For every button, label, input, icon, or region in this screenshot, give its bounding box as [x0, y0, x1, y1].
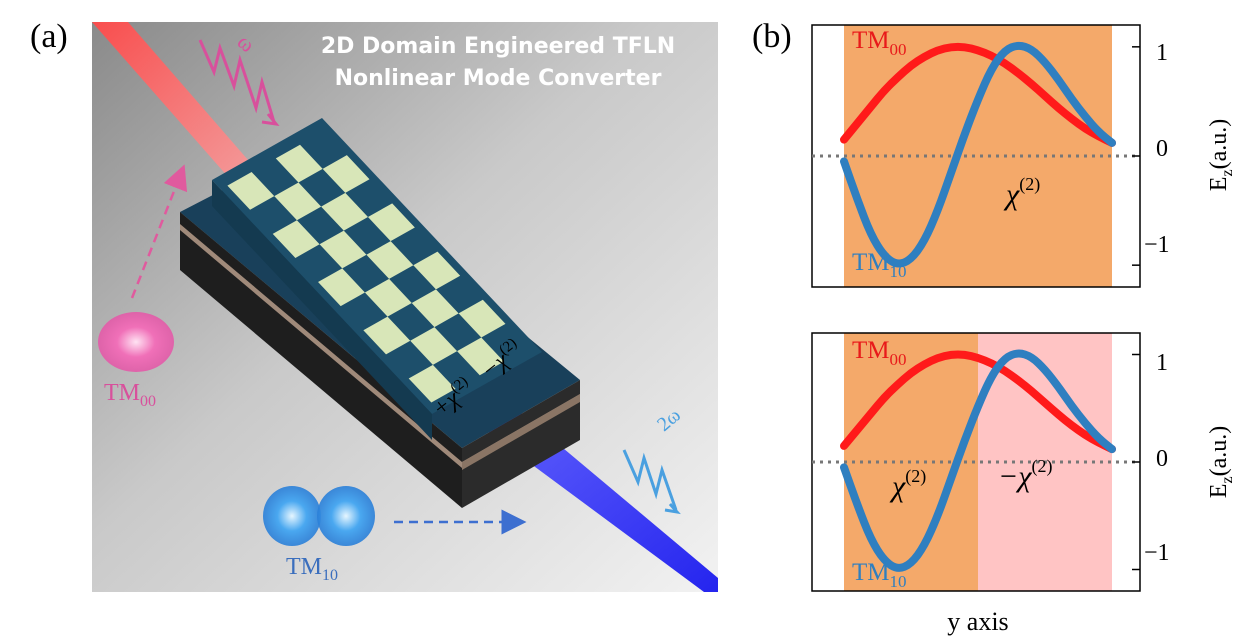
- domain-tile: [364, 278, 412, 317]
- tm10-mode-label: TM10: [286, 554, 338, 584]
- tm10-lobe-right-icon: [317, 486, 375, 546]
- series-tm10-line: [840, 41, 1116, 268]
- top-ytick-0: 0: [1156, 136, 1168, 162]
- top-ytick-neg1: −1: [1144, 232, 1170, 258]
- domain-tile: [275, 144, 323, 183]
- chi-region: [844, 25, 1112, 287]
- pump-beam: [92, 22, 262, 186]
- bottom-tm10-label: TM10: [852, 559, 907, 591]
- tm00-mode-label: TM00: [104, 380, 156, 410]
- panel-a-illustration: [92, 22, 718, 592]
- domain-tile: [366, 241, 414, 279]
- domain-tile: [363, 316, 411, 355]
- title-line-1: 2D Domain Engineered TFLN: [321, 34, 675, 59]
- bottom-ytick-neg1: −1: [1144, 540, 1170, 566]
- tm10-lobe-left-icon: [263, 486, 321, 546]
- domain-tile: [367, 203, 415, 242]
- domain-tile: [227, 172, 275, 210]
- series-tm00-line: [840, 350, 1116, 454]
- top-tm00-label: TM00: [852, 27, 907, 59]
- bottom-ytick-1: 1: [1156, 350, 1168, 376]
- domain-tile: [272, 220, 320, 258]
- top-chi-label: χ(2): [1003, 174, 1040, 211]
- domain-tile: [322, 155, 370, 193]
- tm00-mode-profile: [98, 312, 174, 372]
- bottom-ytick-0: 0: [1156, 446, 1168, 472]
- bottom-tm00-label: TM00: [852, 337, 907, 369]
- ridge-side: [212, 180, 432, 440]
- domain-checkerboard: [227, 144, 506, 403]
- domain-tile: [321, 192, 368, 231]
- x-axis-label: y axis: [947, 607, 1008, 636]
- domain-tile: [410, 327, 458, 365]
- tm00-input-arrow: [130, 164, 188, 299]
- title-line-2: Nonlinear Mode Converter: [335, 66, 662, 91]
- series-tm00-line: [840, 42, 1116, 147]
- panel-b-label: (b): [752, 18, 792, 55]
- domain-tile: [408, 364, 456, 403]
- plot-bottom: [811, 332, 1141, 592]
- slab-brown-layer-right: [462, 394, 580, 470]
- top-tm10-label: TM10: [852, 249, 907, 281]
- series-tm10-line: [840, 349, 1116, 572]
- domain-tile: [457, 337, 504, 376]
- domain-tile: [319, 230, 367, 269]
- domain-tile: [413, 251, 461, 290]
- plot-top: [811, 24, 1141, 288]
- domain-tile: [411, 289, 459, 328]
- domain-tile: [458, 299, 506, 338]
- top-ylabel: Ez(a.u.): [1206, 119, 1236, 191]
- domain-tile: [274, 182, 322, 221]
- pump-wave-icon: [198, 39, 276, 123]
- bottom-chi-right-label: −χ(2): [998, 456, 1052, 493]
- panel-a-label: (a): [30, 18, 68, 55]
- domain-tile: [318, 268, 365, 307]
- top-ytick-1: 1: [1156, 40, 1168, 66]
- bottom-ylabel: Ez(a.u.): [1206, 426, 1236, 498]
- shg-wave-icon: [622, 449, 678, 511]
- bottom-chi-left-label: χ(2): [889, 466, 926, 503]
